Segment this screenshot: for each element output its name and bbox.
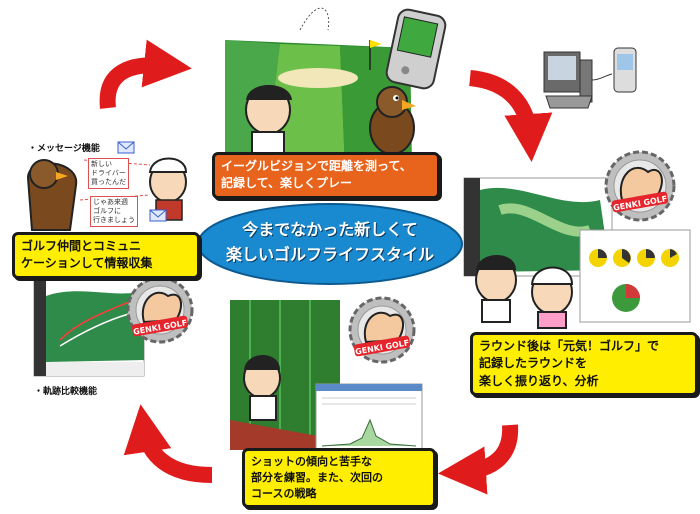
step-box-community: ゴルフ仲間とコミュニ ケーションして情報収集 (12, 232, 200, 279)
envelope-icon (149, 209, 167, 222)
step-community-line-1: ゴルフ仲間とコミュニ (21, 239, 142, 253)
center-line-1: 今までなかった新しくて (242, 220, 418, 239)
center-line-2: 楽しいゴルフライフスタイル (225, 244, 434, 264)
speech-bubble-2: じゃあ来週 ゴルフに 行きましょう (90, 196, 138, 228)
label-message-feature: ・メッセージ機能 (28, 144, 100, 154)
gps-device-icon (385, 8, 447, 90)
cycle-arrow-bottom-left (123, 404, 213, 483)
step-review-line-2: 記録したラウンドを (479, 356, 588, 371)
genki-golf-logo: GENKI GOLF (126, 276, 194, 344)
step-community-line-2: ケーションして情報収集 (21, 256, 153, 271)
cycle-arrow-top-left (99, 39, 192, 109)
genki-golf-logo: GENKI GOLF (348, 296, 416, 364)
step-play-line-1: イーグルビジョンで距離を測って、 (221, 159, 412, 173)
step-box-practice: ショットの傾向と苦手な 部分を練習。また、次回の コースの戦略 (242, 448, 436, 508)
step-review-line-3: 楽しく振り返り、分析 (479, 373, 599, 388)
step-practice-line-3: コースの戦略 (251, 486, 317, 500)
step-box-review: ラウンド後は「元気！ゴルフ」で 記録したラウンドを 楽しく振り返り、分析 (470, 332, 698, 397)
computer-icon (543, 51, 613, 109)
golfer-characters-right (475, 255, 574, 329)
cycle-arrow-top-right (468, 70, 553, 162)
center-message: 今までなかった新しくて 楽しいゴルフライフスタイル (205, 218, 455, 268)
step-practice-line-1: ショットの傾向と苦手な (251, 455, 372, 468)
step-play-line-2: 記録して、楽しくプレー (221, 176, 353, 191)
label-trajectory-feature: ・軌跡比較機能 (34, 387, 98, 397)
shot-chart-screenshot (315, 383, 423, 451)
practice-range-scene (230, 300, 340, 450)
step-box-play: イーグルビジョンで距離を測って、 記録して、楽しくプレー (212, 152, 440, 199)
genki-golf-logo: GENKI GOLF (604, 150, 676, 222)
step-review-line-1: ラウンド後は「元気！ゴルフ」で (479, 339, 660, 353)
cycle-arrow-bottom-right (438, 424, 519, 495)
eagle-mascot-top (369, 86, 416, 155)
step-practice-line-2: 部分を練習。また、次回の (251, 470, 383, 484)
message-scene (26, 141, 188, 231)
envelope-icon (117, 141, 135, 154)
speech-bubble-1: 新しい ドライバー 買ったんだ (88, 158, 129, 190)
mobile-phone-icon (613, 47, 637, 93)
trajectory-screenshot (33, 279, 145, 377)
analysis-screenshot (579, 229, 691, 323)
